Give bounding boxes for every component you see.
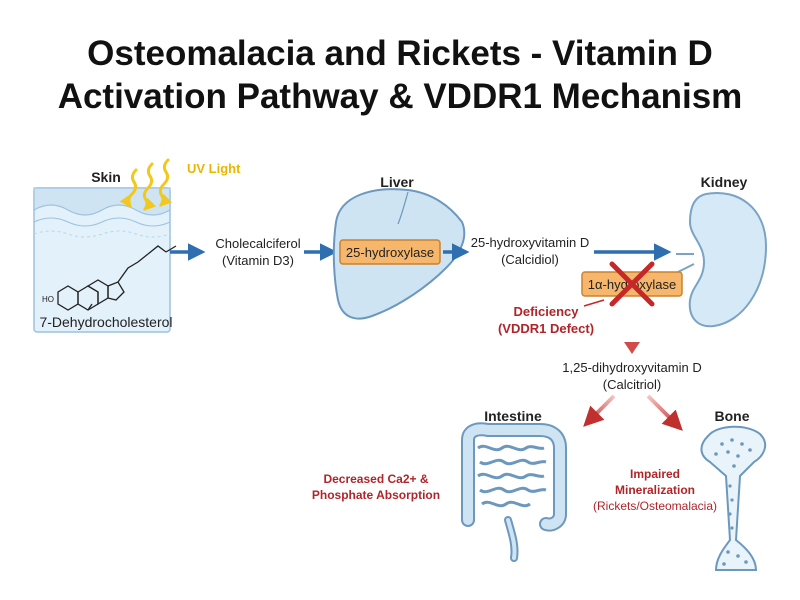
calcitriol-sub-label: (Calcitriol) [603,377,662,392]
calcidiol-label: 25-hydroxyvitamin D [471,235,590,250]
uv-light-label: UV Light [187,161,241,176]
title-line-1: Osteomalacia and Rickets - Vitamin D [87,34,713,73]
bone-effect-line-3: (Rickets/Osteomalacia) [593,499,717,513]
ho-label: HO [42,295,54,304]
arrow-to-intestine [583,394,616,427]
defect-x-icon [609,261,655,307]
kidney-organ-icon [688,192,768,328]
bone-effect-line-1: Impaired [630,467,680,481]
liver-enzyme-label: 25-hydroxylase [346,245,434,260]
diagram-title: Osteomalacia and Rickets - Vitamin D Act… [0,32,800,118]
kidney-label: Kidney [701,174,748,190]
vitamin-d3-label: (Vitamin D3) [222,253,294,268]
skin-panel [33,187,171,333]
intestine-organ-icon [461,422,567,562]
vddr1-defect-label: (VDDR1 Defect) [498,321,594,336]
bone-label: Bone [715,408,750,424]
deficiency-label: Deficiency [513,304,579,319]
title-line-2: Activation Pathway & VDDR1 Mechanism [57,77,743,116]
intestine-effect-line-2: Phosphate Absorption [312,488,440,502]
intestine-effect-line-1: Decreased Ca2+ & [323,472,428,486]
calcitriol-label: 1,25-dihydroxyvitamin D [562,360,701,375]
calcidiol-sub-label: (Calcidiol) [501,252,559,267]
dehydrocholesterol-structure-icon [57,245,177,311]
bone-effect-line-2: Mineralization [615,483,695,497]
dehydrocholesterol-label: 7-Dehydrocholesterol [39,314,172,330]
arrow-to-bone [646,394,683,431]
cholecalciferol-label: Cholecalciferol [215,236,300,251]
dashed-arrow-head [624,342,640,354]
uv-light-icon [119,158,173,211]
liver-enzyme-box [339,239,441,265]
defect-pointer [583,299,605,307]
intestine-label: Intestine [484,408,542,424]
liver-label: Liver [380,174,414,190]
skin-label: Skin [91,169,121,185]
bone-organ-icon [700,425,767,571]
